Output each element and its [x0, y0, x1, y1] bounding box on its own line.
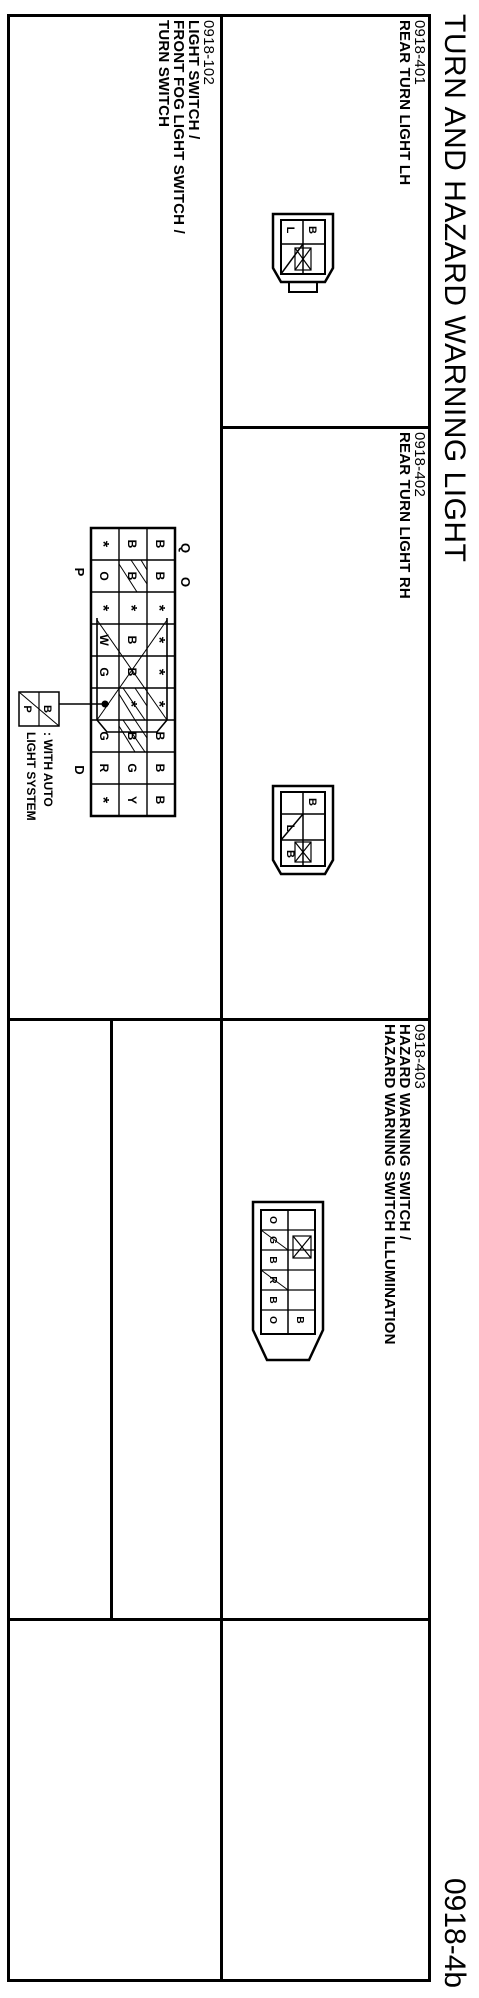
connector-402-slash [280, 813, 304, 841]
connector-102-pin-r2-9: Y [125, 796, 139, 804]
connector-102-hatches [118, 559, 148, 753]
connector-102-legend [18, 691, 60, 727]
connector-102-pin-r1-5: * [150, 669, 167, 676]
connector-401-symbol: B L [271, 212, 335, 293]
connector-403-pin-7: B [294, 1316, 305, 1323]
connector-102-pin-r3-2: O [97, 571, 111, 580]
connector-102-pin-r2-7: B [125, 732, 139, 741]
connector-403-hatch-2 [260, 1269, 289, 1291]
col-divider-bottom-2 [7, 1618, 223, 1621]
connector-102-pin-r2-2: B [125, 572, 139, 581]
connector-403-pin-1: O [267, 1216, 278, 1224]
connector-102-legend-text-2: LIGHT SYSTEM [24, 732, 38, 821]
connector-102-pin-r2-6: * [122, 701, 139, 708]
connector-102-pin-r3-8: R [97, 764, 111, 773]
connector-402-lock-x2 [294, 841, 312, 863]
row-divider [220, 14, 223, 1982]
connector-102-pin-r3-1: * [94, 541, 111, 548]
connector-403-lock-x2 [292, 1235, 312, 1259]
connector-401-name: REAR TURN LIGHT LH [396, 20, 413, 186]
connector-102-marker-p: P [72, 568, 87, 577]
connector-102-pin-r2-4: B [125, 636, 139, 645]
connector-403-hatch-1 [260, 1229, 289, 1251]
connector-102-pin-r1-8: B [153, 764, 167, 773]
connector-403-name-1: HAZARD WARNING SWITCH / [396, 1024, 413, 1241]
connector-403-pin-4: R [267, 1276, 278, 1284]
connector-401-label: 0918-401 REAR TURN LIGHT LH [396, 20, 428, 186]
connector-402-pin-1: B [306, 798, 318, 806]
connector-102-code: 0918-102 [200, 20, 217, 85]
connector-102-marker-q: Q [178, 543, 193, 553]
connector-102-symbol: Q O P D B B * * * [18, 526, 193, 821]
connector-102-name-3: TURN SWITCH [155, 20, 172, 128]
connector-403-inner [260, 1209, 316, 1335]
col-divider-top-3 [221, 1618, 431, 1621]
col-divider-top-2 [221, 1018, 431, 1021]
connector-401-pin-2: L [284, 227, 296, 234]
connector-402-lock-box [294, 841, 312, 863]
connector-102-name-2: FRONT FOG LIGHT SWITCH / [170, 20, 187, 234]
connector-402-name: REAR TURN LIGHT RH [396, 432, 413, 599]
connector-401-lock-box [294, 247, 312, 271]
connector-102-latch [96, 618, 168, 733]
connector-102-pin-r1-9: B [153, 796, 167, 805]
connector-102-pin-r2-5: B [125, 668, 139, 677]
connector-102-label: 0918-102 LIGHT SWITCH / FRONT FOG LIGHT … [155, 20, 217, 234]
connector-102-pin-r1-3: * [150, 605, 167, 612]
connector-402-pin-3: B [284, 850, 296, 858]
col-divider-top-1 [221, 426, 431, 429]
connector-403-pin-6: O [267, 1316, 278, 1324]
connector-102-grid [91, 528, 175, 816]
connector-102-pin-r2-8: G [125, 763, 139, 772]
connector-102-legend-pin-1: B [41, 705, 53, 713]
connector-401-lock-x2 [294, 247, 312, 271]
connector-401-latch [288, 282, 318, 293]
connector-102-pin-r1-4: * [150, 637, 167, 644]
connector-102-pin-r1-7: B [153, 732, 167, 741]
connector-402-inner [280, 791, 326, 867]
connector-403-symbol: O G B R B O B [251, 1200, 325, 1362]
connector-102-legend-pin-2: P [21, 705, 33, 712]
connector-403-code: 0918-403 [411, 1024, 428, 1089]
page-title: TURN AND HAZARD WARNING LIGHT [438, 14, 471, 563]
connector-402-code: 0918-402 [411, 432, 428, 497]
connector-401-slash [280, 243, 304, 275]
connector-403-pin-5: B [267, 1296, 278, 1303]
connector-102-pin-r1-2: B [153, 572, 167, 581]
connector-402-pin-2: L [284, 825, 296, 832]
connector-102-pin-r2-3: * [122, 605, 139, 612]
connector-102-name-1: LIGHT SWITCH / [185, 20, 202, 140]
connector-402-symbol: B L B [271, 784, 335, 876]
connector-102-pin-r3-4: W [97, 634, 111, 646]
page-number: 0918-4b [438, 1878, 471, 1989]
connector-102-pin-r3-3: * [94, 605, 111, 612]
connector-102-pin-r1-1: B [153, 540, 167, 549]
connector-403-name-2: HAZARD WARNING SWITCH ILLUMINATION [381, 1024, 398, 1345]
connector-403-lock-box [292, 1235, 312, 1259]
connector-403-pin-2: G [267, 1236, 278, 1244]
diagram-frame [7, 14, 431, 1982]
connector-102-pin-r2-1: B [125, 540, 139, 549]
cell-divider-bottom [110, 1018, 113, 1618]
col-divider-bottom-1 [7, 1018, 223, 1021]
connector-403-label: 0918-403 HAZARD WARNING SWITCH / HAZARD … [381, 1024, 428, 1345]
connector-401-code: 0918-401 [411, 20, 428, 85]
connector-102-pin-r3-7: G [97, 731, 111, 740]
connector-102-pin-r1-6: * [150, 701, 167, 708]
connector-102-marker-d: D [72, 765, 87, 774]
connector-102-legend-text-1: : WITH AUTO [41, 732, 55, 807]
connector-102-pin-r3-5: G [97, 667, 111, 676]
connector-402-label: 0918-402 REAR TURN LIGHT RH [396, 432, 428, 599]
connector-102-pin-r3-9: * [94, 797, 111, 804]
connector-102-marker-o: O [178, 577, 193, 587]
connector-401-pin-1: B [306, 226, 318, 234]
connector-403-pin-3: B [267, 1256, 278, 1263]
connector-102-latch-x2 [96, 619, 168, 721]
